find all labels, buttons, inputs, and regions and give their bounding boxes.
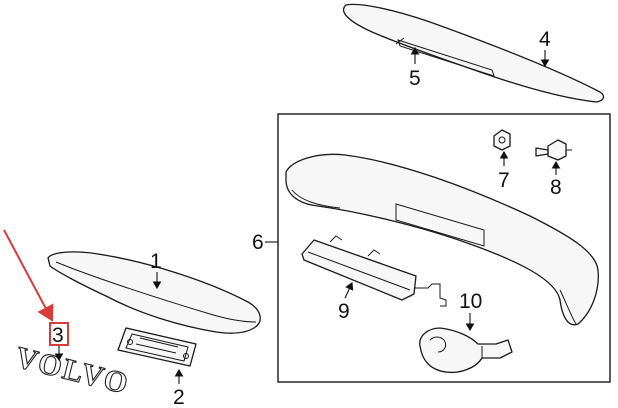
callout-10[interactable]: 10 [459,290,482,332]
part-10-wiring-harness[interactable] [419,327,513,374]
red-pointer-arrow [3,229,54,322]
callout-5[interactable]: 5 [409,46,421,90]
callout-9-label: 9 [338,300,350,323]
part-4-spoiler-top[interactable] [342,3,605,103]
callout-1[interactable]: 1 [150,250,162,290]
part-6-spoiler-assembly[interactable] [285,153,599,326]
callout-7-label: 7 [498,169,510,192]
callout-2-label: 2 [173,386,185,408]
callout-10-label: 10 [459,290,482,313]
callout-7[interactable]: 7 [498,150,510,192]
callout-4-label: 4 [539,28,551,51]
part-9-brake-light[interactable] [301,235,447,307]
callout-3-highlight-box [49,322,69,346]
callout-3[interactable]: 3 [49,322,69,362]
callout-5-label: 5 [409,67,421,90]
callout-6[interactable]: 6 [252,231,278,254]
assembly-6-box [277,113,611,383]
callout-8[interactable]: 8 [550,160,562,199]
part-7-nut[interactable] [493,129,511,151]
callout-6-label: 6 [252,231,264,254]
part-3-emblem[interactable]: VOLVO [12,340,134,401]
part-8-push-pin[interactable] [535,139,572,161]
callout-8-label: 8 [550,176,562,199]
part-1-spoiler-lower[interactable] [47,251,261,334]
callout-9[interactable]: 9 [338,282,354,323]
part-2-plate-bracket[interactable] [117,327,197,367]
emblem-text: VOLVO [12,341,133,401]
callout-2[interactable]: 2 [173,368,185,408]
callout-3-label: 3 [52,324,64,347]
callout-4[interactable]: 4 [539,28,551,68]
callout-1-label: 1 [150,250,162,273]
